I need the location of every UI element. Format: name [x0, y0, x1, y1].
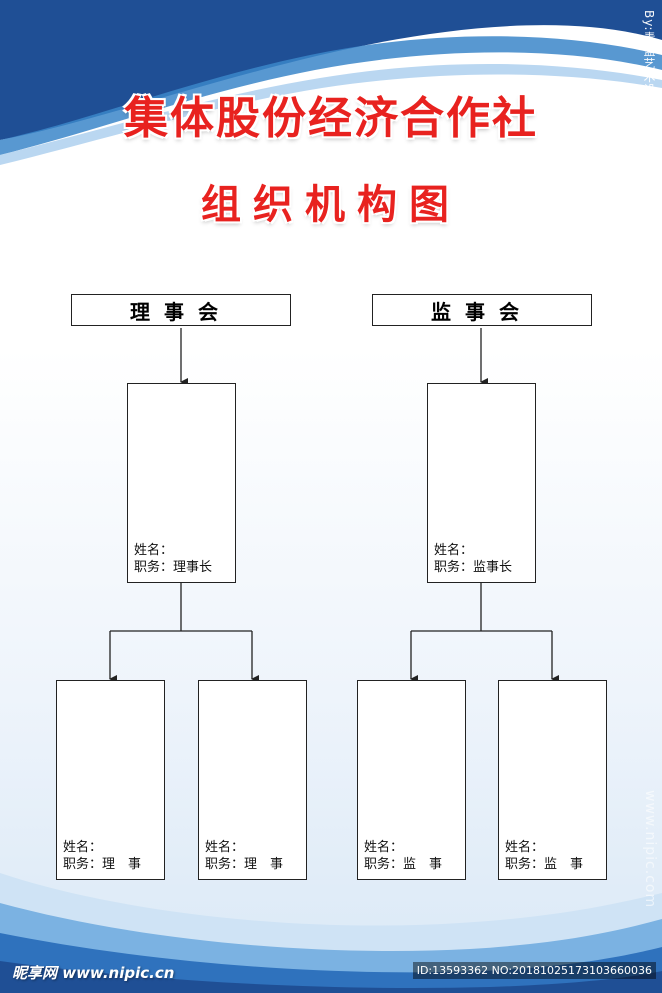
supervisor-chief-box: 姓名： 职务：监事长: [427, 383, 536, 583]
supervisor-member-box-2: 姓名： 职务：监 事: [498, 680, 607, 880]
director-member-box-2: 姓名： 职务：理 事: [198, 680, 307, 880]
watermark-side-site: www.nipic.com: [642, 790, 658, 909]
role-value: 理事长: [173, 560, 213, 575]
role-label: 职务：: [63, 857, 103, 872]
role-value: 理 事: [102, 857, 142, 872]
board-of-directors-header: 理事会: [71, 294, 291, 326]
role-label: 职务：: [134, 560, 174, 575]
supervisor-member-info-2: 姓名： 职务：监 事: [505, 839, 583, 873]
name-label: 姓名：: [364, 840, 404, 855]
role-value: 监 事: [403, 857, 443, 872]
watermark-bottom-id: ID:13593362 NO:20181025173103660036: [412, 962, 656, 979]
name-label: 姓名：: [134, 543, 174, 558]
role-label: 职务：: [505, 857, 545, 872]
watermark-logo: 昵享网 www.nipic.cn: [12, 964, 175, 982]
page-title: 集体股份经济合作社: [124, 93, 538, 144]
name-label: 姓名：: [505, 840, 545, 855]
top-wave-decoration: [0, 0, 662, 165]
name-label: 姓名：: [434, 543, 474, 558]
board-of-directors-label: 理事会: [130, 299, 232, 324]
page-subtitle: 组织机构图: [201, 182, 461, 228]
watermark-side-id: By:青蓝艺术设计 No.20181025173103660036: [642, 10, 656, 310]
role-label: 职务：: [205, 857, 245, 872]
director-member-info-2: 姓名： 职务：理 事: [205, 839, 283, 873]
supervisor-chief-info: 姓名： 职务：监事长: [434, 542, 512, 576]
role-label: 职务：: [434, 560, 474, 575]
role-value: 监事长: [473, 560, 513, 575]
board-of-supervisors-header: 监事会: [372, 294, 592, 326]
name-label: 姓名：: [63, 840, 103, 855]
role-value: 理 事: [244, 857, 284, 872]
director-chief-info: 姓名： 职务：理事长: [134, 542, 212, 576]
director-member-box-1: 姓名： 职务：理 事: [56, 680, 165, 880]
role-value: 监 事: [544, 857, 584, 872]
director-chief-box: 姓名： 职务：理事长: [127, 383, 236, 583]
bottom-wave-decoration: [0, 873, 662, 993]
role-label: 职务：: [364, 857, 404, 872]
name-label: 姓名：: [205, 840, 245, 855]
supervisor-member-info-1: 姓名： 职务：监 事: [364, 839, 442, 873]
board-of-supervisors-label: 监事会: [431, 299, 533, 324]
director-member-info-1: 姓名： 职务：理 事: [63, 839, 141, 873]
supervisor-member-box-1: 姓名： 职务：监 事: [357, 680, 466, 880]
